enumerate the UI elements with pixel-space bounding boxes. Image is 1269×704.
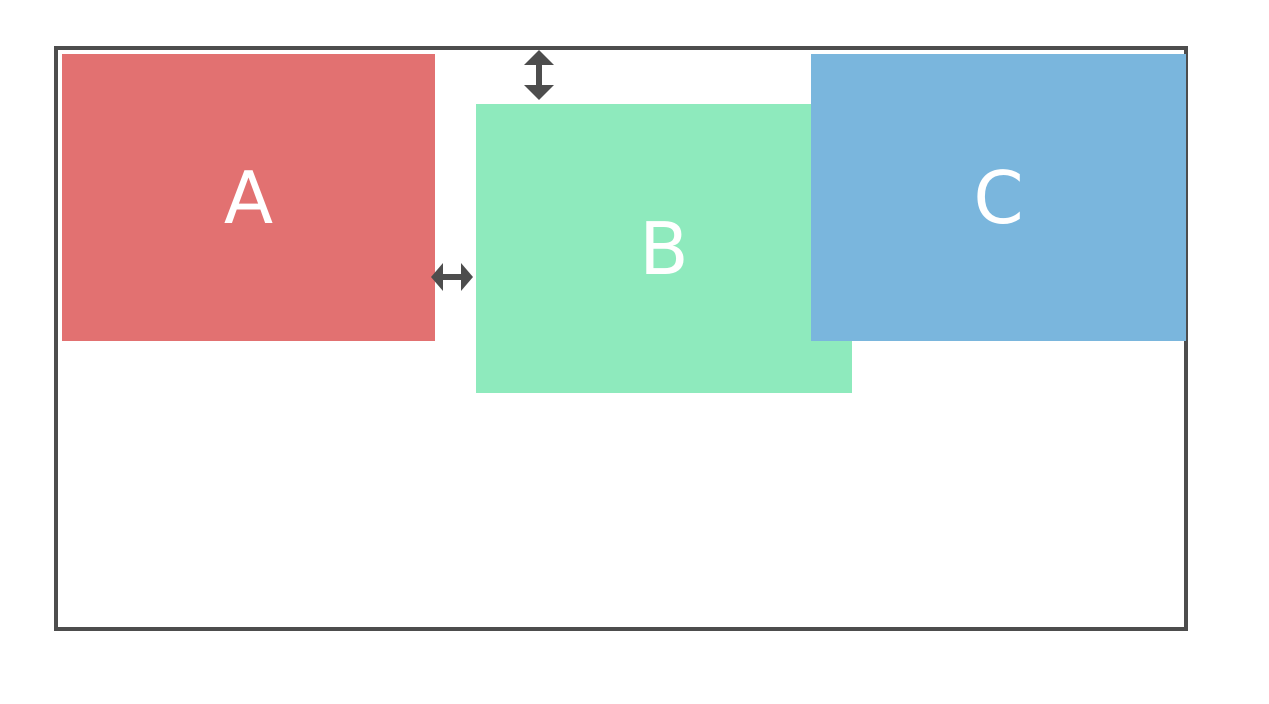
box-a: A [62, 54, 435, 341]
flex-container: A B C [54, 46, 1188, 631]
box-a-label: A [223, 155, 274, 240]
box-b-label: B [639, 206, 689, 291]
box-c: C [811, 54, 1186, 341]
box-b: B [476, 104, 852, 393]
box-c-label: C [973, 155, 1024, 240]
